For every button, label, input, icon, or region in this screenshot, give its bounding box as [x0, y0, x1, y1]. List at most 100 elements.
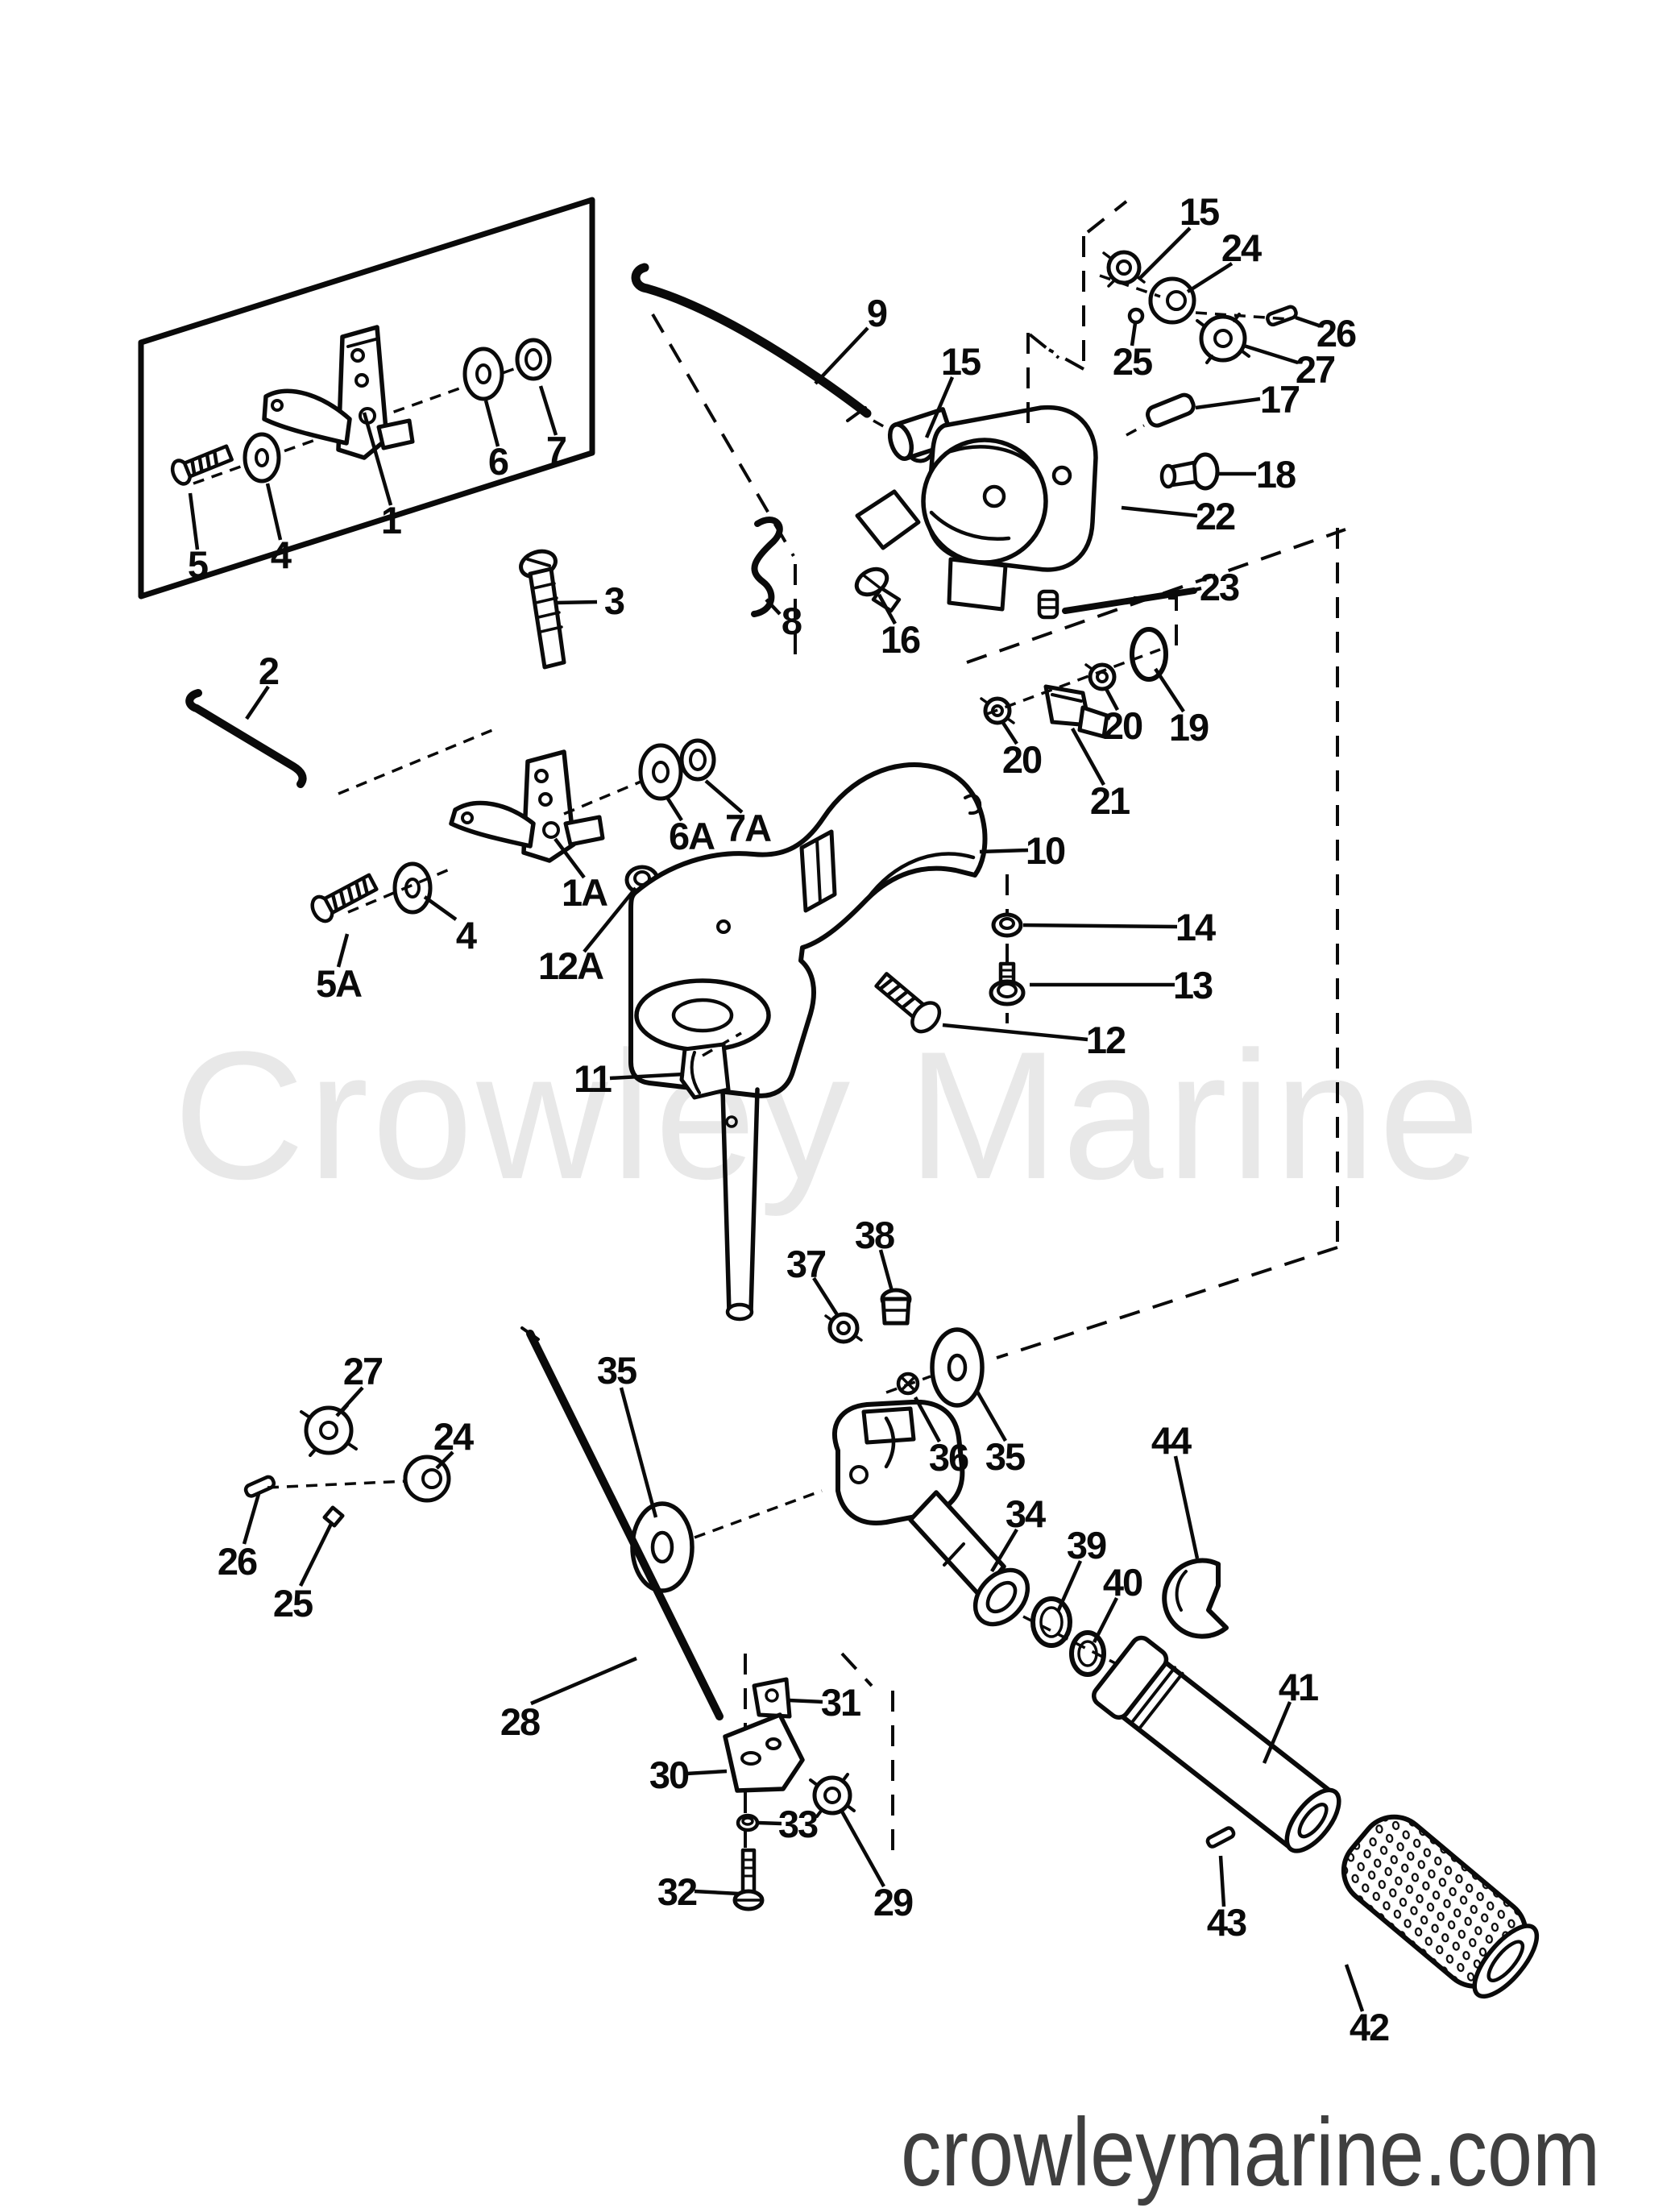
part-label-37-49: 37: [786, 1243, 826, 1285]
inset-box: [138, 197, 595, 600]
leader-line-9-13: [814, 326, 869, 385]
leader-line-26-36: [242, 1493, 261, 1545]
part-label-25-33: 25: [1113, 340, 1152, 383]
leader-line-43-55: [1218, 1855, 1226, 1907]
leader-line-24-31: [1186, 262, 1234, 293]
leader-line-27-37: [1243, 343, 1299, 365]
leader-line-17-23: [1195, 396, 1261, 410]
leader-line-25-33: [1130, 322, 1138, 347]
part-label-25-34: 25: [273, 1582, 313, 1625]
leader-line-20-27: [1000, 719, 1018, 745]
part-label-11-15: 11: [574, 1057, 612, 1100]
leader-line-38-50: [878, 1249, 894, 1292]
leader-line-39-51: [1055, 1560, 1083, 1612]
inset-washer-6: [462, 347, 504, 401]
leader-line-40-52: [1092, 1596, 1119, 1644]
leader-line-6-5: [483, 400, 500, 447]
leader-line-37-49: [812, 1276, 840, 1318]
leader-line-3-2: [555, 600, 598, 605]
part-label-3-2: 3: [604, 579, 624, 622]
part-label-6-5: 6: [488, 440, 508, 483]
nut-7a: [679, 738, 716, 782]
part-label-27-37: 27: [1296, 348, 1335, 391]
star-nut-15: [1102, 250, 1146, 288]
leader-line-22-29: [1121, 505, 1198, 518]
rod-9: [631, 263, 872, 422]
part-label-24-31: 24: [1221, 226, 1262, 269]
pin-26: [1266, 305, 1298, 327]
leader-line-25-34: [298, 1521, 334, 1587]
leader-line-8-12: [765, 598, 782, 616]
bushing-24: [1148, 276, 1196, 325]
leader-line-15-21: [924, 376, 955, 438]
leader-line-1A-7: [554, 837, 586, 879]
part-label-44-56: 44: [1151, 1419, 1192, 1462]
leader-line-24-32: [435, 1450, 454, 1470]
part-label-29-40: 29: [873, 1881, 913, 1924]
bracket-10: [628, 762, 988, 1322]
part-label-27-38: 27: [343, 1350, 383, 1392]
washer-35-right: [930, 1327, 985, 1408]
inset-bracket-1: [262, 325, 415, 460]
part-label-36-48: 36: [929, 1436, 968, 1479]
leader-line-4-3: [265, 483, 283, 541]
nut-33: [736, 1813, 760, 1832]
leader-line-30-41: [686, 1769, 728, 1776]
leader-line-32-43: [694, 1889, 740, 1896]
leader-line-31-42: [788, 1698, 823, 1704]
star-gear-27-lower: [300, 1404, 358, 1457]
spring-hook-8: [751, 517, 783, 617]
footer-site-text: crowleymarine.com: [901, 2099, 1600, 2206]
part-label-35-46: 35: [985, 1435, 1025, 1478]
wedge-31: [752, 1677, 792, 1719]
pin-43: [1205, 1826, 1236, 1849]
grease-fitting: [1037, 589, 1059, 620]
inset-nut-7: [515, 338, 552, 381]
ring-19: [1130, 627, 1168, 682]
leader-line-12-16: [942, 1023, 1088, 1042]
leader-line-7-6: [538, 385, 558, 436]
bracket-1a: [449, 749, 605, 863]
part-label-41-53: 41: [1279, 1666, 1318, 1708]
part-label-17-23: 17: [1260, 378, 1300, 421]
nut-20-left: [980, 696, 1015, 725]
leader-line-5-4: [188, 492, 200, 550]
screw-18: [1159, 452, 1220, 491]
part-label-6A-10: 6A: [669, 815, 715, 857]
leader-line-19-25: [1154, 667, 1185, 713]
pin-17: [1126, 392, 1196, 437]
part-label-4-3: 4: [271, 533, 292, 576]
grip-42: [1341, 1814, 1540, 1999]
screw-3: [519, 549, 566, 670]
leader-line-6A-10: [665, 795, 683, 822]
leader-line-35-47: [619, 1387, 658, 1518]
leader-line-28-39: [530, 1656, 637, 1706]
inset-screw-5: [170, 444, 234, 486]
part-label-21-28: 21: [1090, 779, 1130, 822]
leader-line-27-38: [335, 1386, 364, 1417]
part-label-4-8: 4: [456, 914, 477, 957]
part-label-9-13: 9: [867, 292, 887, 334]
watermark-text: Crowley Marine: [173, 1013, 1483, 1217]
leader-line-11-15: [609, 1072, 685, 1081]
clamp-44: [1162, 1558, 1229, 1639]
clamp-block-11: [679, 1042, 731, 1100]
leader-line-42-54: [1344, 1964, 1365, 2012]
leader-line-26-35: [1295, 315, 1320, 328]
link-rod-28: [520, 1326, 724, 1720]
rod-23: [1062, 587, 1197, 614]
part-label-32-43: 32: [657, 1870, 697, 1913]
nut-14: [991, 912, 1023, 938]
part-label-10-14: 10: [1026, 829, 1065, 872]
part-label-28-39: 28: [500, 1700, 540, 1743]
part-label-7A-11: 7A: [725, 807, 771, 849]
pin-25: [1127, 307, 1145, 325]
screw-16: [854, 566, 902, 613]
leader-line-21-28: [1071, 727, 1105, 786]
part-label-34-45: 34: [1006, 1492, 1046, 1535]
inset-washer-4: [243, 432, 281, 483]
o-ring-39: [1030, 1596, 1072, 1648]
part-label-2-1: 2: [259, 649, 279, 692]
pin-26-lower: [243, 1475, 276, 1498]
